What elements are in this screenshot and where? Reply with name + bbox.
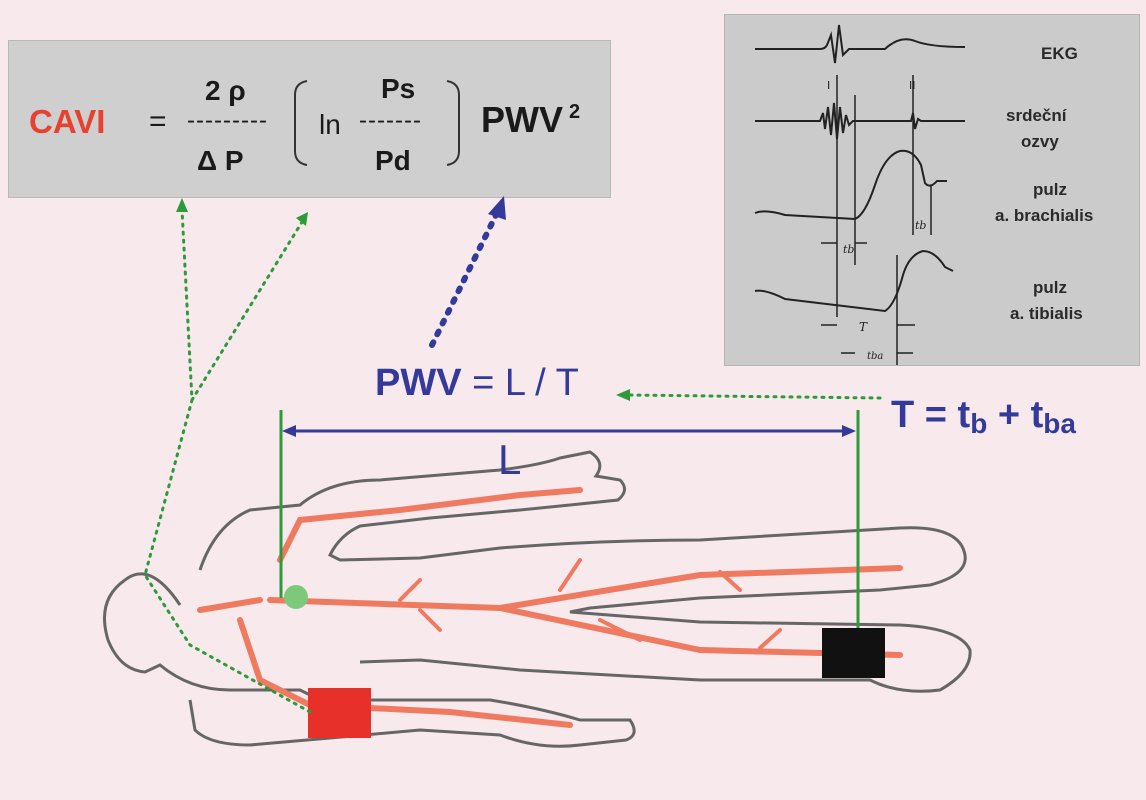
blue-arrowhead (488, 196, 506, 220)
dotted-arrow-rho (143, 208, 312, 714)
l-label: L (498, 436, 522, 483)
formula-denominator-delta-p: Δ P (197, 145, 244, 176)
formula-numerator-rho: 2 ρ (205, 75, 246, 106)
green-dotted-arrows (143, 208, 882, 714)
t-eq-sub-ba: ba (1043, 408, 1076, 439)
artery-branches (398, 558, 782, 650)
tba-label: tba (867, 351, 883, 362)
green-arrowhead-2 (296, 212, 308, 226)
t-equation: T = tb + tba (891, 394, 1076, 440)
artery-neck (197, 597, 263, 613)
t-eq-lhs: T = t (891, 394, 971, 436)
waveform-svg: I II tb tb T tba (754, 24, 966, 365)
right-bracket (446, 80, 460, 166)
formula-numerator-ps: Ps (381, 73, 416, 104)
formula-denominator-pd: Pd (375, 145, 411, 176)
ankle-cuff (822, 628, 885, 678)
pwv-eq-rest: = L / T (472, 362, 579, 404)
t-eq-sub-b: b (970, 408, 988, 439)
fraction-bar-1: --------- (187, 107, 268, 134)
tb-label-1: tb (843, 243, 854, 256)
label-pulz-1: pulz (1033, 180, 1067, 199)
t-label: T (859, 320, 868, 334)
label-ozvy: ozvy (1021, 132, 1059, 151)
blue-dotted-arrow (429, 212, 499, 348)
arm-cuff (308, 688, 371, 738)
green-arrowhead-1 (176, 198, 188, 212)
formula-pwv: PWV (481, 99, 564, 140)
artery-upper-leg (267, 565, 903, 612)
label-brachialis: a. brachialis (995, 206, 1094, 225)
body-outline (103, 450, 972, 748)
ekg-trace (755, 24, 966, 64)
label-srdecni: srdeční (1006, 106, 1067, 125)
fraction-bar-2: ------- (359, 107, 422, 134)
formula-ln: ln (319, 109, 341, 140)
bracket-shapes (294, 80, 460, 166)
brachial-pulse-trace (754, 149, 947, 221)
cavi-formula-box: CAVI = 2 ρ --------- Δ P ln Ps ------- P… (8, 40, 611, 198)
marker-i: I (827, 79, 830, 92)
label-ekg: EKG (1041, 44, 1078, 63)
dotted-arrow-pressure (190, 220, 304, 402)
label-tibialis: a. tibialis (1010, 304, 1083, 323)
artery-lower-arm (237, 617, 573, 728)
label-pulz-2: pulz (1033, 278, 1067, 297)
tb-label-2: tb (915, 219, 926, 232)
green-arrowhead-3 (616, 389, 630, 401)
l-arrowhead-left (282, 425, 296, 437)
pwv-equation: PWV = L / T (375, 362, 579, 405)
formula-equals: = (149, 105, 167, 138)
artery-upper-arm (277, 487, 583, 563)
dotted-arrow-t (626, 393, 882, 400)
cavi-label: CAVI (29, 103, 106, 140)
tibial-pulse-trace (754, 249, 954, 313)
artery-tree (197, 487, 903, 728)
t-eq-plus: + t (987, 394, 1044, 436)
heart-marker (284, 585, 308, 609)
waveform-panel: I II tb tb T tba EKG srdeční ozvy pulz a… (724, 14, 1140, 366)
heart-sounds-trace (755, 102, 965, 140)
formula-exponent: 2 (569, 101, 581, 123)
l-arrowhead-right (842, 425, 856, 437)
pwv-eq-label: PWV (375, 362, 462, 404)
left-bracket (294, 80, 308, 166)
